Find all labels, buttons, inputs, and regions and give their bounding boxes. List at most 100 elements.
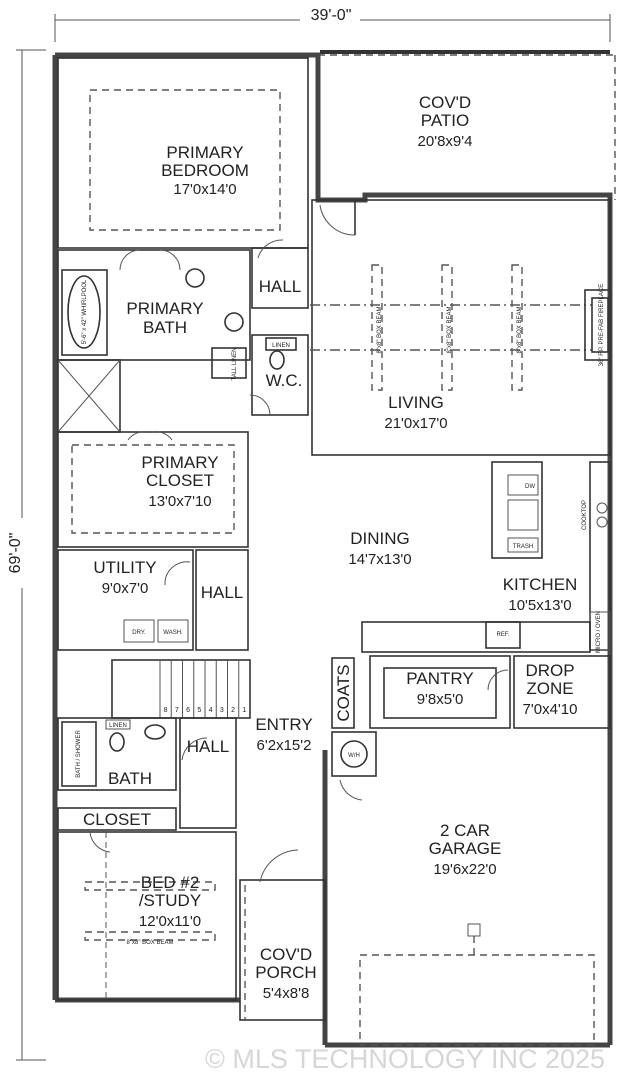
- patio-outline: [318, 50, 616, 200]
- bed2-size: 12'0x11'0: [139, 913, 201, 930]
- entry: ENTRY 6'2x15'2: [255, 715, 312, 754]
- entry-size: 6'2x15'2: [257, 737, 312, 754]
- dining-name: DINING: [350, 529, 410, 548]
- hall-low: HALL: [179, 717, 237, 829]
- stair-number: 7: [175, 707, 179, 714]
- overall-width-dimension: 39'-0": [54, 6, 611, 42]
- bath-shower-label: BATH / SHOWER: [76, 730, 82, 778]
- primary-bedroom: PRIMARY BEDROOM 17'0x14'0: [57, 57, 309, 249]
- tall-linen-label: TALL LINEN: [232, 347, 238, 380]
- pantry-name: PANTRY: [406, 669, 473, 688]
- hall-mid: HALL: [195, 549, 249, 651]
- bath-name: BATH: [108, 769, 152, 788]
- overall-depth-dimension: 69'-0": [7, 49, 46, 1061]
- trash-label: TRASH: [513, 544, 533, 550]
- patio-door-swing: [319, 204, 356, 236]
- kitchen-name: KITCHEN: [503, 575, 578, 594]
- utility-name: UTILITY: [93, 558, 156, 577]
- bed2-name2: /STUDY: [139, 891, 201, 910]
- primary-bath-name2: BATH: [143, 318, 187, 337]
- wc-name: W.C.: [266, 371, 303, 390]
- overall-depth-label: 69'-0": [7, 533, 24, 574]
- patio-size: 20'8x9'4: [418, 133, 473, 150]
- washer-label: WASH.: [163, 630, 183, 636]
- stair-number: 6: [186, 707, 190, 714]
- hall-mid-name: HALL: [201, 583, 244, 602]
- hall-low-name: HALL: [187, 737, 230, 756]
- dryer-label: DRY.: [132, 630, 146, 636]
- patio-name1: COV'D: [419, 93, 471, 112]
- cooktop-label: COOKTOP: [582, 500, 588, 530]
- coats-closet: COATS: [331, 657, 355, 729]
- porch-size: 5'4x8'8: [263, 985, 310, 1002]
- garage: 2 CAR GARAGE 19'6x22'0: [359, 821, 595, 1046]
- fireplace-label: 36" F.P. PRE-FAB FIREPLACE: [599, 284, 605, 366]
- primary-closet: PRIMARY CLOSET 13'0x7'10: [57, 431, 249, 548]
- water-heater: W/H: [331, 731, 377, 801]
- drop-zone: DROP ZONE 7'0x4'10: [513, 655, 611, 729]
- garage-name1: 2 CAR: [440, 821, 490, 840]
- hall-top: HALL: [251, 239, 309, 309]
- whirlpool-label: 5'-6" x 42" WHIRLPOOL: [82, 279, 88, 344]
- stair-number: 8: [164, 707, 168, 714]
- primary-closet-name1: PRIMARY: [141, 453, 218, 472]
- stair-number: 1: [242, 707, 246, 714]
- entry-name: ENTRY: [255, 715, 312, 734]
- kitchen: DW TRASH COOKTOP MICRO / OVEN REF. KITCH…: [361, 461, 611, 653]
- primary-bedroom-size: 17'0x14'0: [173, 181, 236, 198]
- porch-name1: COV'D: [260, 945, 312, 964]
- utility-size: 9'0x7'0: [102, 580, 149, 597]
- covered-porch: COV'D PORCH 5'4x8'8: [239, 849, 326, 1021]
- ref-label: REF.: [496, 632, 509, 638]
- overall-width-label: 39'-0": [311, 7, 352, 24]
- beam-label: 8"x8" BOX BEAM: [127, 940, 174, 946]
- hall-top-name: HALL: [259, 277, 302, 296]
- primary-bath: 5'-6" x 42" WHIRLPOOL TALL LINEN PRIMARY…: [57, 249, 251, 381]
- beam-2-label: 8"x8" BOX BEAM: [447, 307, 453, 354]
- garage-size: 19'6x22'0: [433, 861, 496, 878]
- dining-room: DINING 14'7x13'0: [348, 529, 411, 568]
- dw-label: DW: [525, 484, 535, 490]
- living-size: 21'0x17'0: [384, 415, 447, 432]
- wh-label: W/H: [348, 753, 360, 759]
- kitchen-size: 10'5x13'0: [508, 597, 571, 614]
- coats-name: COATS: [334, 664, 353, 721]
- drop-zone-size: 7'0x4'10: [523, 701, 578, 718]
- beam-1-label: 8"x8" BOX BEAM: [377, 307, 383, 354]
- bed-2-study: 8"x8" BOX BEAM BED #2 /STUDY 12'0x11'0: [57, 831, 237, 1001]
- primary-closet-size: 13'0x7'10: [148, 493, 211, 510]
- closet-name: CLOSET: [83, 810, 151, 829]
- dining-size: 14'7x13'0: [348, 551, 411, 568]
- pantry-size: 9'8x5'0: [417, 691, 464, 708]
- primary-bedroom-name2: BEDROOM: [161, 161, 249, 180]
- stair-number: 5: [197, 707, 201, 714]
- patio-name2: PATIO: [421, 111, 470, 130]
- covered-patio: COV'D PATIO 20'8x9'4: [418, 93, 473, 150]
- micro-oven-label: MICRO / OVEN: [596, 611, 602, 653]
- garage-name2: GARAGE: [429, 839, 502, 858]
- primary-shower: [57, 359, 121, 433]
- stair-number: 3: [220, 707, 224, 714]
- stair-number: 4: [209, 707, 213, 714]
- porch-name2: PORCH: [255, 963, 316, 982]
- primary-bath-name1: PRIMARY: [126, 299, 203, 318]
- bath: BATH / SHOWER LINEN BATH: [57, 717, 177, 791]
- wc: LINEN W.C.: [249, 334, 309, 416]
- pantry: PANTRY 9'8x5'0: [369, 655, 511, 729]
- primary-closet-name2: CLOSET: [146, 471, 214, 490]
- drop-zone-name1: DROP: [525, 661, 574, 680]
- beam-3-label: 8"x8" BOX BEAM: [517, 307, 523, 354]
- primary-bedroom-name1: PRIMARY: [166, 143, 243, 162]
- watermark: © MLS TECHNOLOGY INC 2025: [205, 1044, 605, 1074]
- stair-number: 2: [231, 707, 235, 714]
- drop-zone-name2: ZONE: [526, 679, 573, 698]
- bed2-name1: BED #2: [141, 873, 200, 892]
- utility-room: DRY. WASH. UTILITY 9'0x7'0: [57, 549, 194, 651]
- linen-wc-label: LINEN: [272, 343, 290, 349]
- closet: CLOSET: [57, 807, 177, 831]
- living-room: 8"x8" BOX BEAM 8"x8" BOX BEAM 8"x8" BOX …: [310, 199, 611, 456]
- linen-bath-label: LINEN: [109, 723, 127, 729]
- living-name: LIVING: [388, 393, 444, 412]
